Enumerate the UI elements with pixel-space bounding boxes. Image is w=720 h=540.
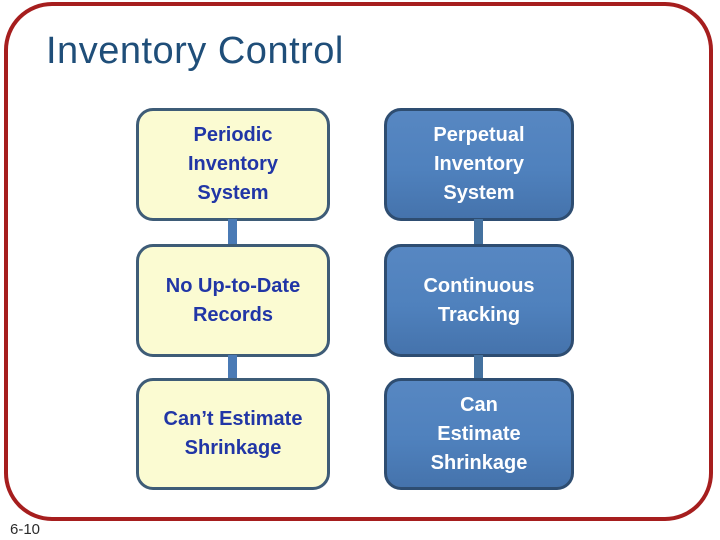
box-label: Continuous Tracking <box>423 274 535 326</box>
slide-rounded-border <box>4 2 713 521</box>
connector-right-bottom <box>474 355 483 380</box>
box-can-estimate-shrinkage: Can Estimate Shrinkage <box>384 378 574 490</box>
box-label: Can Estimate Shrinkage <box>430 393 528 474</box>
box-no-up-to-date-records: No Up-to-Date Records <box>136 244 330 357</box>
box-label: No Up-to-Date Records <box>165 274 301 326</box>
box-label: Perpetual Inventory System <box>433 124 525 204</box>
connector-right-top <box>474 219 483 246</box>
page-title: Inventory Control <box>46 30 344 72</box>
box-label: Periodic Inventory System <box>187 124 279 204</box>
box-label: Can’t Estimate Shrinkage <box>163 408 303 459</box>
box-continuous-tracking: Continuous Tracking <box>384 244 574 357</box>
connector-left-top <box>228 219 237 246</box>
connector-left-bottom <box>228 355 237 380</box>
slide-number: 6-10 <box>10 521 41 538</box>
box-cant-estimate-shrinkage: Can’t Estimate Shrinkage <box>136 378 330 490</box>
box-perpetual-inventory-system: Perpetual Inventory System <box>384 108 574 221</box>
box-periodic-inventory-system: Periodic Inventory System <box>136 108 330 221</box>
